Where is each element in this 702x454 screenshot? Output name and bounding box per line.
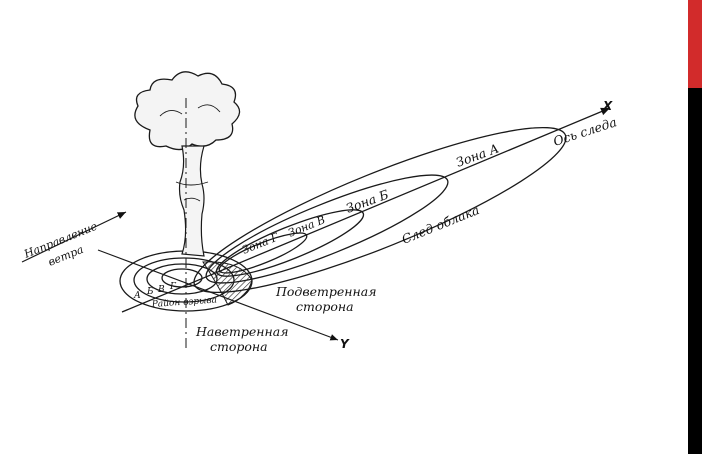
ring-g-label: Г bbox=[169, 282, 177, 292]
cloud-stem bbox=[178, 145, 205, 257]
cloud-trail-label: След облака bbox=[400, 202, 482, 247]
leeward-label-line2: сторона bbox=[296, 299, 354, 314]
ring-g bbox=[161, 268, 203, 288]
cloud-cap bbox=[134, 71, 241, 151]
wind-arrow bbox=[21, 211, 127, 263]
axis-x-label: X bbox=[602, 99, 613, 113]
x-axis-line bbox=[121, 107, 611, 313]
ring-a-label: А bbox=[133, 291, 141, 301]
mushroom-cloud bbox=[134, 71, 241, 257]
explosion-area-label: Район взрыва bbox=[151, 295, 218, 310]
zone-b-label: Зона Б bbox=[344, 187, 391, 216]
zone-a-label: Зона А bbox=[454, 141, 501, 170]
axis-y-label: Y bbox=[340, 337, 350, 351]
zone-b-ellipse bbox=[205, 174, 449, 284]
axes bbox=[21, 98, 611, 350]
black-accent-bar bbox=[688, 88, 702, 454]
ring-b-label: Б bbox=[146, 287, 154, 297]
windward-label-line2: сторона bbox=[210, 339, 268, 354]
leeward-label-line1: Подветренная bbox=[275, 284, 376, 299]
red-accent-bar bbox=[688, 0, 702, 88]
y-axis-line bbox=[97, 249, 339, 341]
trail-axis-label: Ось следа bbox=[551, 114, 618, 149]
windward-label-line1: Наветренная bbox=[195, 324, 288, 339]
ring-v-label: В bbox=[157, 285, 165, 295]
